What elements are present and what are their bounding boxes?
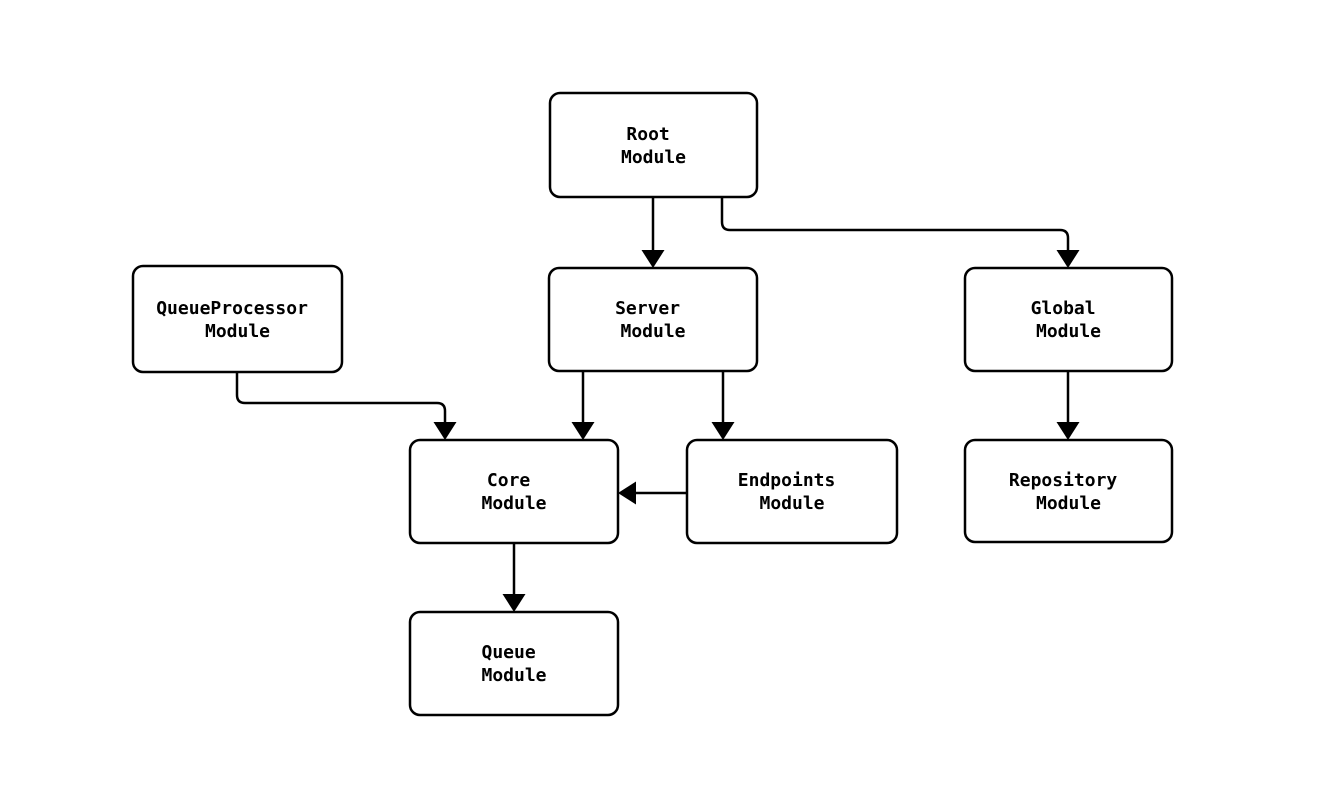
arrowhead-global-to-repository <box>1056 422 1080 440</box>
node-server-module: Server Module <box>547 266 759 373</box>
node-server-module-label: Server Module <box>615 298 691 342</box>
node-queue-module-label: Queue Module <box>481 642 546 686</box>
node-root-module-box <box>548 91 759 199</box>
node-queueprocessor-module-label: QueueProcessor Module <box>156 298 319 342</box>
node-repository-module-box <box>963 438 1174 544</box>
node-queue-module: Queue Module <box>408 610 620 717</box>
edge-global-to-repository <box>1056 371 1080 440</box>
arrowhead-endpoints-to-core <box>618 481 636 505</box>
edge-core-to-queue <box>502 543 526 612</box>
arrowhead-server-to-endpoints <box>711 422 735 440</box>
node-global-module: Global Module <box>963 266 1174 373</box>
edge-root-to-server <box>641 197 665 268</box>
node-queue-module-box <box>408 610 620 717</box>
node-queueprocessor-module: QueueProcessor Module <box>131 264 344 374</box>
node-global-module-label: Global Module <box>1031 298 1107 342</box>
node-endpoints-module-box <box>685 438 899 545</box>
node-core-module-box <box>408 438 620 545</box>
edge-endpoints-to-core <box>618 481 687 505</box>
node-root-module-label: Root Module <box>621 124 686 168</box>
arrowhead-queueprocessor-to-core <box>433 422 457 440</box>
arrowhead-core-to-queue <box>502 594 526 612</box>
node-repository-module: Repository Module <box>963 438 1174 544</box>
node-core-module-label: Core Module <box>481 470 546 514</box>
arrowhead-root-to-global <box>1056 250 1080 268</box>
node-core-module: Core Module <box>408 438 620 545</box>
edge-server-to-core <box>571 371 595 440</box>
edge-root-to-global <box>720 197 1080 268</box>
node-endpoints-module-label: Endpoints Module <box>738 470 846 514</box>
arrowhead-root-to-server <box>641 250 665 268</box>
node-server-module-box <box>547 266 759 373</box>
arrowhead-server-to-core <box>571 422 595 440</box>
node-queueprocessor-module-box <box>131 264 344 374</box>
node-global-module-box <box>963 266 1174 373</box>
node-endpoints-module: Endpoints Module <box>685 438 899 545</box>
edge-queueprocessor-to-core <box>235 372 457 440</box>
edge-server-to-endpoints <box>711 371 735 440</box>
node-root-module: Root Module <box>548 91 759 199</box>
node-repository-module-label: Repository Module <box>1009 470 1128 514</box>
